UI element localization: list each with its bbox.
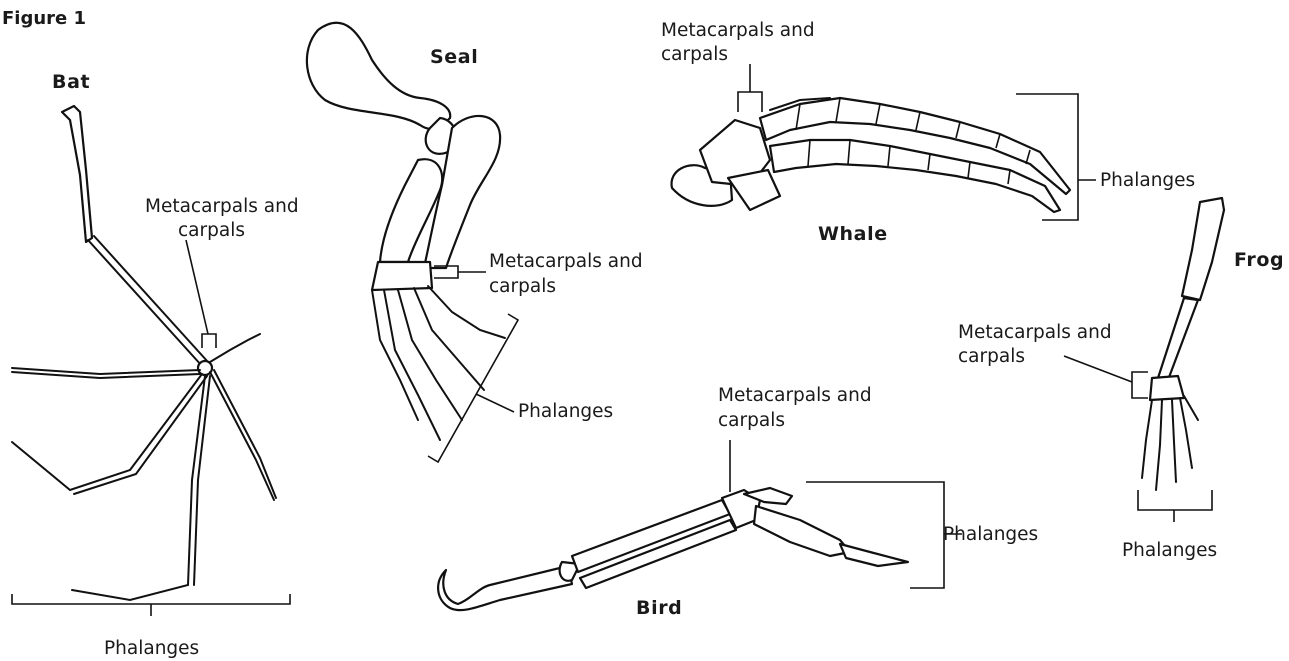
whale-title: Whale bbox=[818, 223, 888, 245]
bat-digit-4b bbox=[214, 370, 276, 498]
seal-phalanges-label: Phalanges bbox=[518, 401, 613, 422]
bat-metacarpals-label-line1: Metacarpals and bbox=[145, 196, 299, 217]
seal-digit-1 bbox=[372, 290, 418, 420]
bat-phalanges-label: Phalanges bbox=[104, 638, 199, 659]
frog-digit-1 bbox=[1142, 400, 1152, 478]
bat-forelimb: Bat Metacarpals and carpals Phalanges bbox=[12, 71, 299, 659]
bird-metacarpals-label-line1: Metacarpals and bbox=[718, 385, 872, 406]
whale-metacarpals-label-line2: carpals bbox=[661, 44, 728, 65]
bird-carpometacarpus bbox=[754, 506, 850, 556]
frog-metacarpals-label-line1: Metacarpals and bbox=[958, 322, 1112, 343]
frog-carpal-pointer bbox=[1064, 356, 1132, 382]
seal-metacarpals-label-line2: carpals bbox=[489, 276, 556, 297]
frog-digit-2 bbox=[1156, 400, 1162, 490]
whale-ulna bbox=[728, 170, 780, 210]
bird-phalanges-label: Phalanges bbox=[943, 524, 1038, 545]
bat-title: Bat bbox=[52, 71, 90, 93]
bat-humerus bbox=[62, 106, 92, 242]
seal-metacarpals-label-line1: Metacarpals and bbox=[489, 251, 643, 272]
whale-metacarpals-label-line1: Metacarpals and bbox=[661, 20, 815, 41]
bird-digit-tip bbox=[840, 544, 908, 566]
seal-phalanges-pointer bbox=[476, 394, 514, 412]
whale-forelimb: Whale Metacarpals and carpals Phalanges bbox=[661, 20, 1195, 245]
seal-carpals bbox=[372, 262, 432, 290]
frog-carpals bbox=[1150, 376, 1184, 400]
frog-radioulna bbox=[1158, 298, 1198, 380]
frog-phalanges-label: Phalanges bbox=[1122, 540, 1217, 561]
bird-metacarpals-label-line2: carpals bbox=[718, 410, 785, 431]
frog-phalanges-bracket bbox=[1138, 490, 1212, 510]
seal-digit-4 bbox=[414, 288, 484, 390]
frog-metacarpals-label-line2: carpals bbox=[958, 346, 1025, 367]
frog-humerus bbox=[1182, 198, 1224, 300]
frog-digit-5 bbox=[1184, 396, 1198, 420]
figure-title: Figure 1 bbox=[2, 8, 86, 29]
bat-digit-2 bbox=[12, 374, 202, 490]
bird-title: Bird bbox=[636, 597, 682, 619]
bat-metacarpals-label-line2: carpals bbox=[178, 220, 245, 241]
whale-phalanges-label: Phalanges bbox=[1100, 170, 1195, 191]
frog-carpal-bracket bbox=[1132, 372, 1148, 398]
seal-forelimb: Seal Metacarpals and carpals Phalanges bbox=[307, 23, 643, 462]
bird-humerus bbox=[438, 566, 572, 610]
bat-radius-2 bbox=[94, 236, 208, 362]
seal-scapula bbox=[307, 23, 450, 129]
bat-radius bbox=[88, 240, 202, 366]
bat-carpal-pointer bbox=[186, 240, 208, 334]
whale-carpal-bracket bbox=[738, 92, 762, 112]
bat-digit-4 bbox=[210, 372, 274, 500]
frog-forelimb: Frog Metacarpals and carpals Phalanges bbox=[958, 198, 1284, 561]
bat-carpal-bracket bbox=[202, 334, 216, 348]
bat-thumb bbox=[210, 334, 260, 362]
frog-digit-3 bbox=[1172, 400, 1176, 482]
frog-title: Frog bbox=[1234, 249, 1284, 271]
seal-title: Seal bbox=[430, 46, 478, 68]
